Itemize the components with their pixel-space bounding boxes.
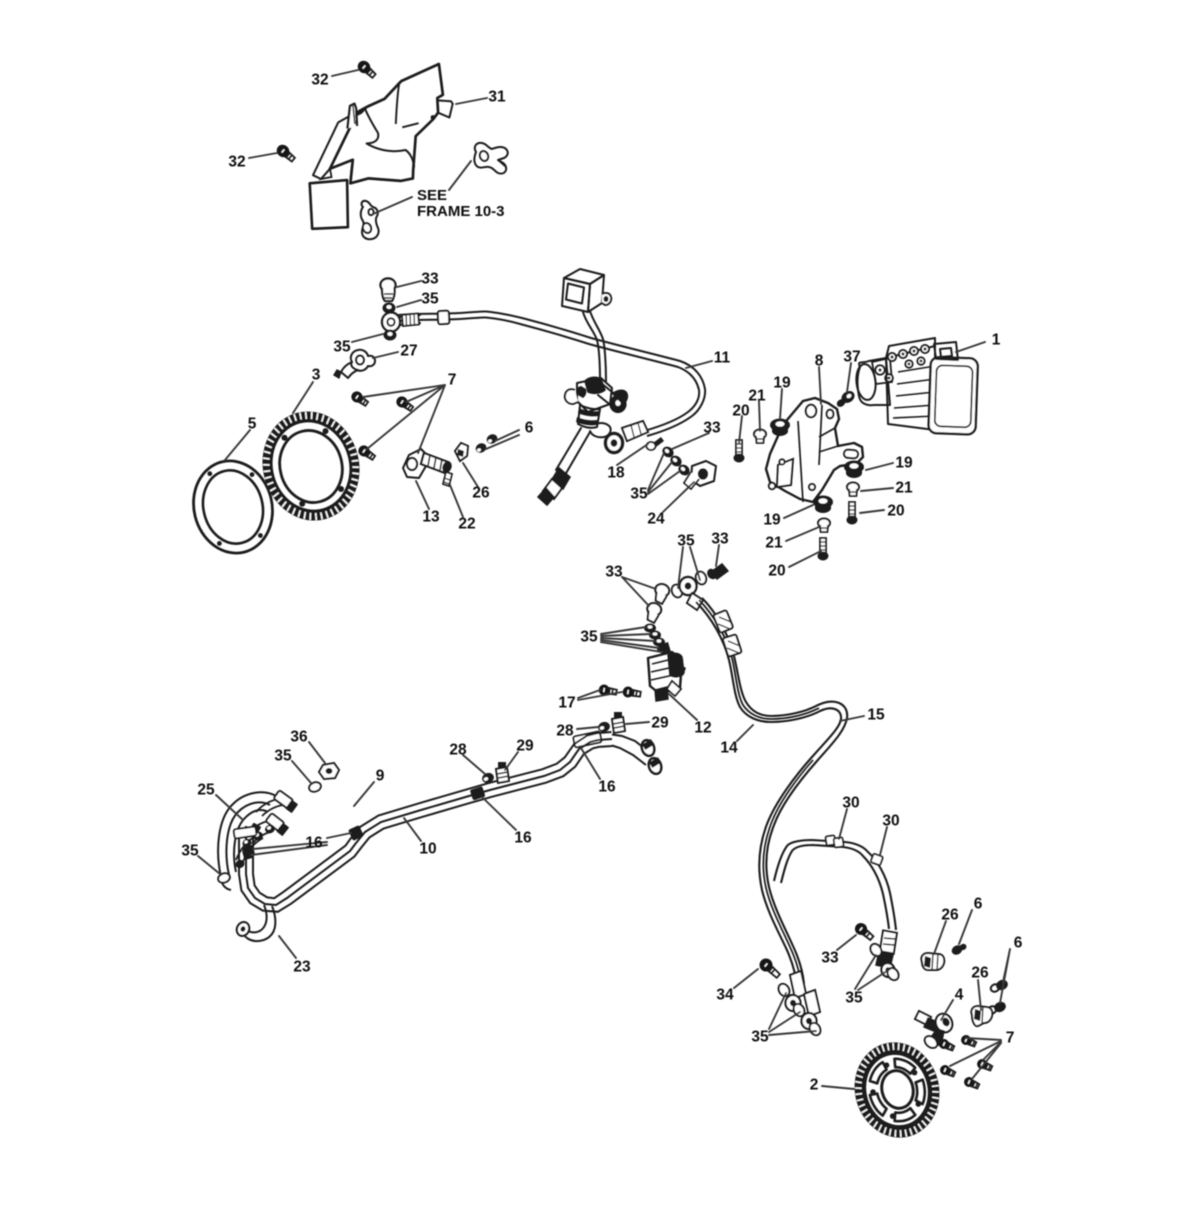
svg-text:SEE: SEE (417, 187, 447, 204)
svg-text:23: 23 (293, 959, 311, 976)
svg-text:12: 12 (694, 720, 711, 737)
svg-text:30: 30 (842, 795, 859, 812)
svg-text:33: 33 (711, 531, 729, 548)
svg-text:10: 10 (419, 841, 436, 858)
svg-text:18: 18 (607, 465, 625, 482)
svg-text:32: 32 (228, 154, 245, 171)
svg-text:22: 22 (458, 516, 475, 533)
svg-text:34: 34 (716, 987, 734, 1004)
svg-text:35: 35 (274, 748, 292, 765)
svg-text:20: 20 (768, 563, 785, 580)
svg-text:28: 28 (449, 742, 467, 759)
svg-text:11: 11 (714, 350, 731, 367)
svg-text:35: 35 (677, 533, 695, 550)
svg-text:28: 28 (556, 723, 574, 740)
svg-text:6: 6 (974, 896, 983, 913)
svg-text:16: 16 (305, 835, 323, 852)
svg-text:7: 7 (1006, 1030, 1015, 1047)
svg-text:35: 35 (333, 339, 351, 356)
svg-text:26: 26 (941, 907, 959, 924)
svg-text:21: 21 (895, 480, 913, 497)
svg-text:15: 15 (867, 707, 885, 724)
svg-text:21: 21 (748, 388, 766, 405)
svg-text:2: 2 (810, 1077, 819, 1094)
svg-text:FRAME 10-3: FRAME 10-3 (417, 203, 505, 220)
svg-text:37: 37 (843, 349, 860, 366)
svg-text:35: 35 (421, 291, 439, 308)
svg-text:5: 5 (248, 416, 257, 433)
svg-text:3: 3 (312, 367, 321, 384)
svg-text:35: 35 (845, 990, 863, 1007)
svg-text:35: 35 (751, 1029, 769, 1046)
svg-text:8: 8 (815, 353, 824, 370)
svg-text:35: 35 (580, 629, 598, 646)
svg-text:31: 31 (488, 89, 506, 106)
svg-text:30: 30 (882, 813, 899, 830)
svg-text:6: 6 (1014, 935, 1023, 952)
svg-text:16: 16 (598, 779, 616, 796)
svg-text:14: 14 (720, 740, 738, 757)
svg-text:35: 35 (181, 843, 199, 860)
svg-text:6: 6 (525, 420, 534, 437)
svg-text:13: 13 (422, 509, 440, 526)
svg-text:21: 21 (765, 535, 783, 552)
svg-text:25: 25 (197, 782, 215, 799)
svg-text:9: 9 (376, 768, 385, 785)
svg-text:29: 29 (516, 738, 534, 755)
svg-text:17: 17 (558, 695, 575, 712)
svg-text:19: 19 (773, 375, 791, 392)
svg-text:33: 33 (421, 271, 439, 288)
svg-text:20: 20 (887, 503, 904, 520)
svg-text:36: 36 (290, 729, 308, 746)
svg-text:26: 26 (472, 485, 490, 502)
svg-text:16: 16 (514, 830, 532, 847)
svg-text:19: 19 (763, 512, 781, 529)
svg-text:29: 29 (651, 715, 669, 732)
svg-text:4: 4 (955, 987, 964, 1004)
svg-text:1: 1 (992, 332, 1001, 349)
svg-text:33: 33 (605, 564, 623, 581)
svg-text:19: 19 (895, 455, 913, 472)
svg-text:35: 35 (630, 486, 648, 503)
svg-text:20: 20 (732, 403, 749, 420)
svg-text:32: 32 (311, 72, 328, 89)
svg-text:33: 33 (821, 950, 839, 967)
svg-text:33: 33 (703, 420, 721, 437)
svg-text:24: 24 (647, 511, 665, 528)
svg-text:26: 26 (971, 965, 989, 982)
svg-text:27: 27 (400, 343, 417, 360)
svg-text:7: 7 (448, 372, 457, 389)
